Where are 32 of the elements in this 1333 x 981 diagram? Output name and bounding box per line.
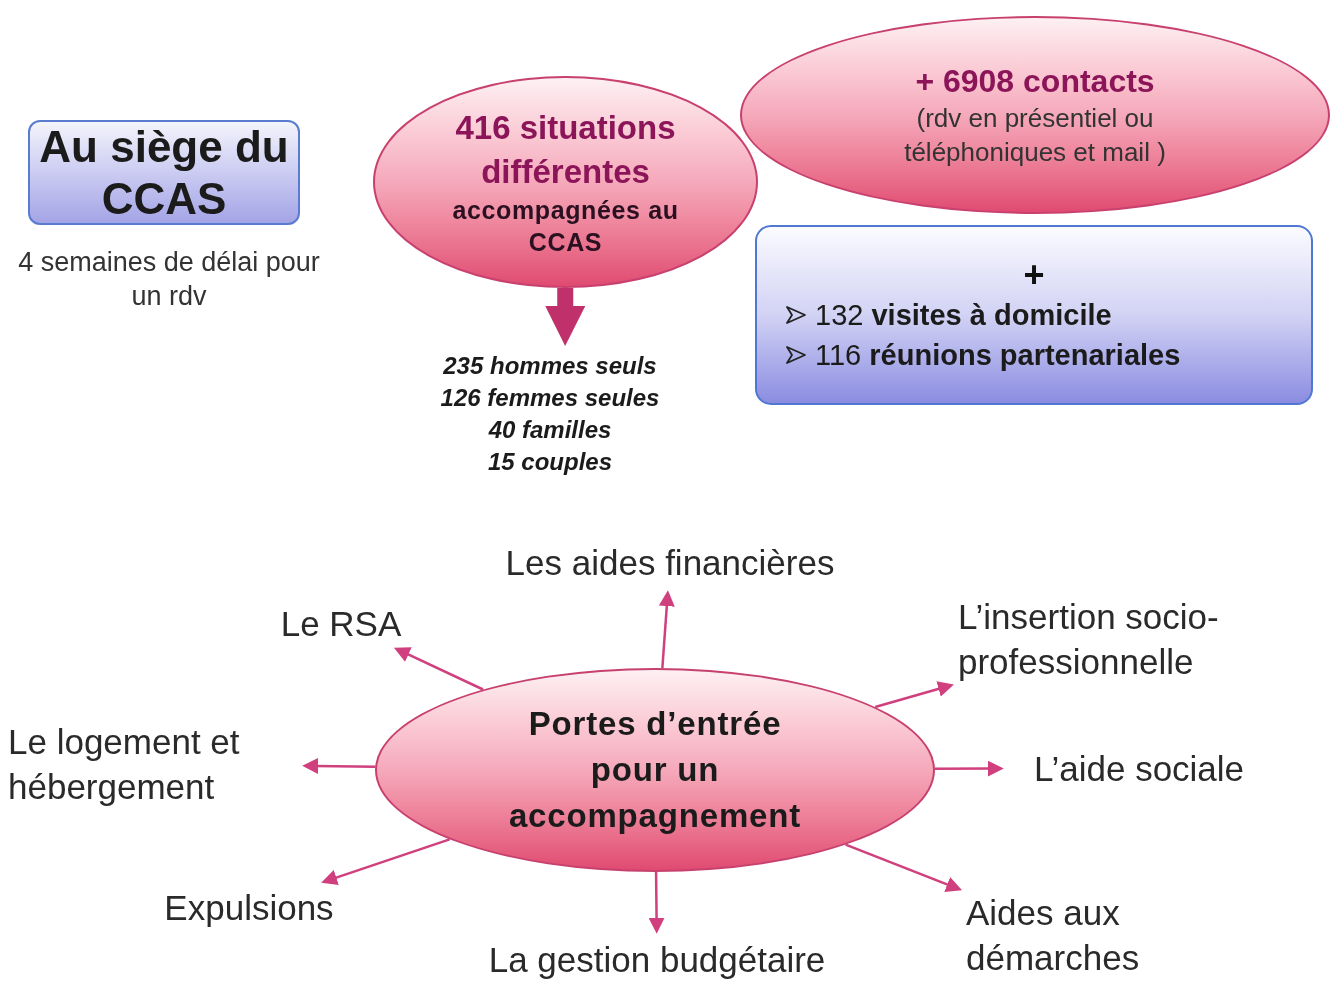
topic-label: L’insertion socio-professionnelle	[958, 596, 1220, 683]
count-text: + 6908 contacts	[915, 62, 1155, 101]
arrow	[302, 758, 376, 774]
breakdown-text: 235 hommes seuls	[443, 351, 657, 381]
arrow	[545, 288, 586, 346]
arrow	[321, 838, 450, 886]
breakdown-text: 40 familles	[488, 415, 612, 445]
arrow	[874, 681, 954, 709]
topic-label: La gestion budgétaire	[488, 939, 826, 981]
breakdown-text: 15 couples	[487, 447, 613, 477]
note-text: (rdv en présentiel ou téléphoniques et mail )	[903, 102, 1167, 169]
breakdown-text: 126 femmes seules	[440, 383, 660, 413]
heading-text: Au siège du CCAS	[38, 120, 290, 225]
count-text: 416 situations différentes	[454, 108, 677, 192]
topic-label: Le logement et hébergement	[8, 721, 241, 808]
arrow	[393, 647, 484, 691]
note-text: 4 semaines de délai pour un rdv	[18, 246, 320, 313]
list-item-text: 132 visites à domicile	[815, 298, 1112, 333]
topic-label: Aides aux démarches	[966, 892, 1141, 979]
arrow	[934, 760, 1004, 777]
topic-label: Expulsions	[164, 886, 334, 929]
topic-label: Le RSA	[280, 602, 402, 645]
subtitle-text: accompagnées au CCAS	[451, 195, 680, 258]
info-panel	[755, 225, 1313, 405]
arrow	[648, 872, 665, 934]
center-title: Portes d’entrée pour un accompagnement	[507, 704, 803, 836]
plus-sign: +	[1023, 255, 1045, 295]
topic-label: L’aide sociale	[1033, 747, 1245, 790]
arrow	[845, 843, 963, 892]
topic-label: Les aides financières	[505, 541, 835, 584]
arrow	[658, 590, 675, 669]
list-item-text: 116 réunions partenariales	[815, 338, 1181, 373]
